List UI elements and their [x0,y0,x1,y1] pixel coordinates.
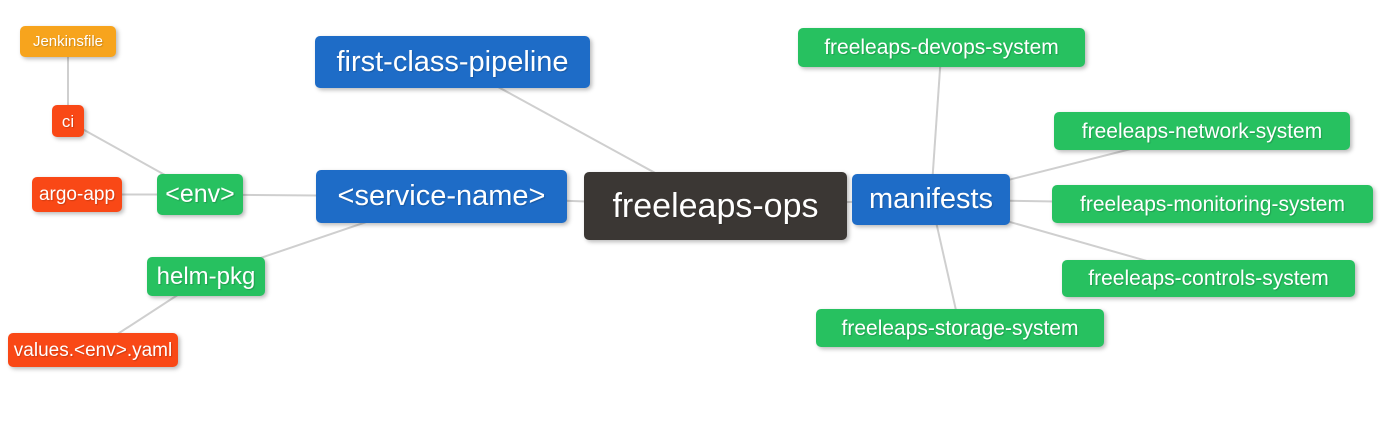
mindmap-node-ci[interactable]: ci [52,105,84,137]
mindmap-node-freeleaps-controls-system[interactable]: freeleaps-controls-system [1062,260,1355,297]
mindmap-node-jenkinsfile[interactable]: Jenkinsfile [20,26,116,57]
mindmap-node-values-env-yaml[interactable]: values.<env>.yaml [8,333,178,367]
mindmap-node-freeleaps-monitoring-system[interactable]: freeleaps-monitoring-system [1052,185,1373,223]
mindmap-node-first-class-pipeline[interactable]: first-class-pipeline [315,36,590,88]
mindmap-node-service-name[interactable]: <service-name> [316,170,567,223]
mindmap-node-freeleaps-network-system[interactable]: freeleaps-network-system [1054,112,1350,150]
mindmap-node-freeleaps-storage-system[interactable]: freeleaps-storage-system [816,309,1104,347]
mindmap-node-env[interactable]: <env> [157,174,243,215]
mindmap-node-freeleaps-devops-system[interactable]: freeleaps-devops-system [798,28,1085,67]
mindmap-node-manifests[interactable]: manifests [852,174,1010,225]
mindmap-node-freeleaps-ops[interactable]: freeleaps-ops [584,172,847,240]
mindmap-node-helm-pkg[interactable]: helm-pkg [147,257,265,296]
mindmap-node-argo-app[interactable]: argo-app [32,177,122,212]
